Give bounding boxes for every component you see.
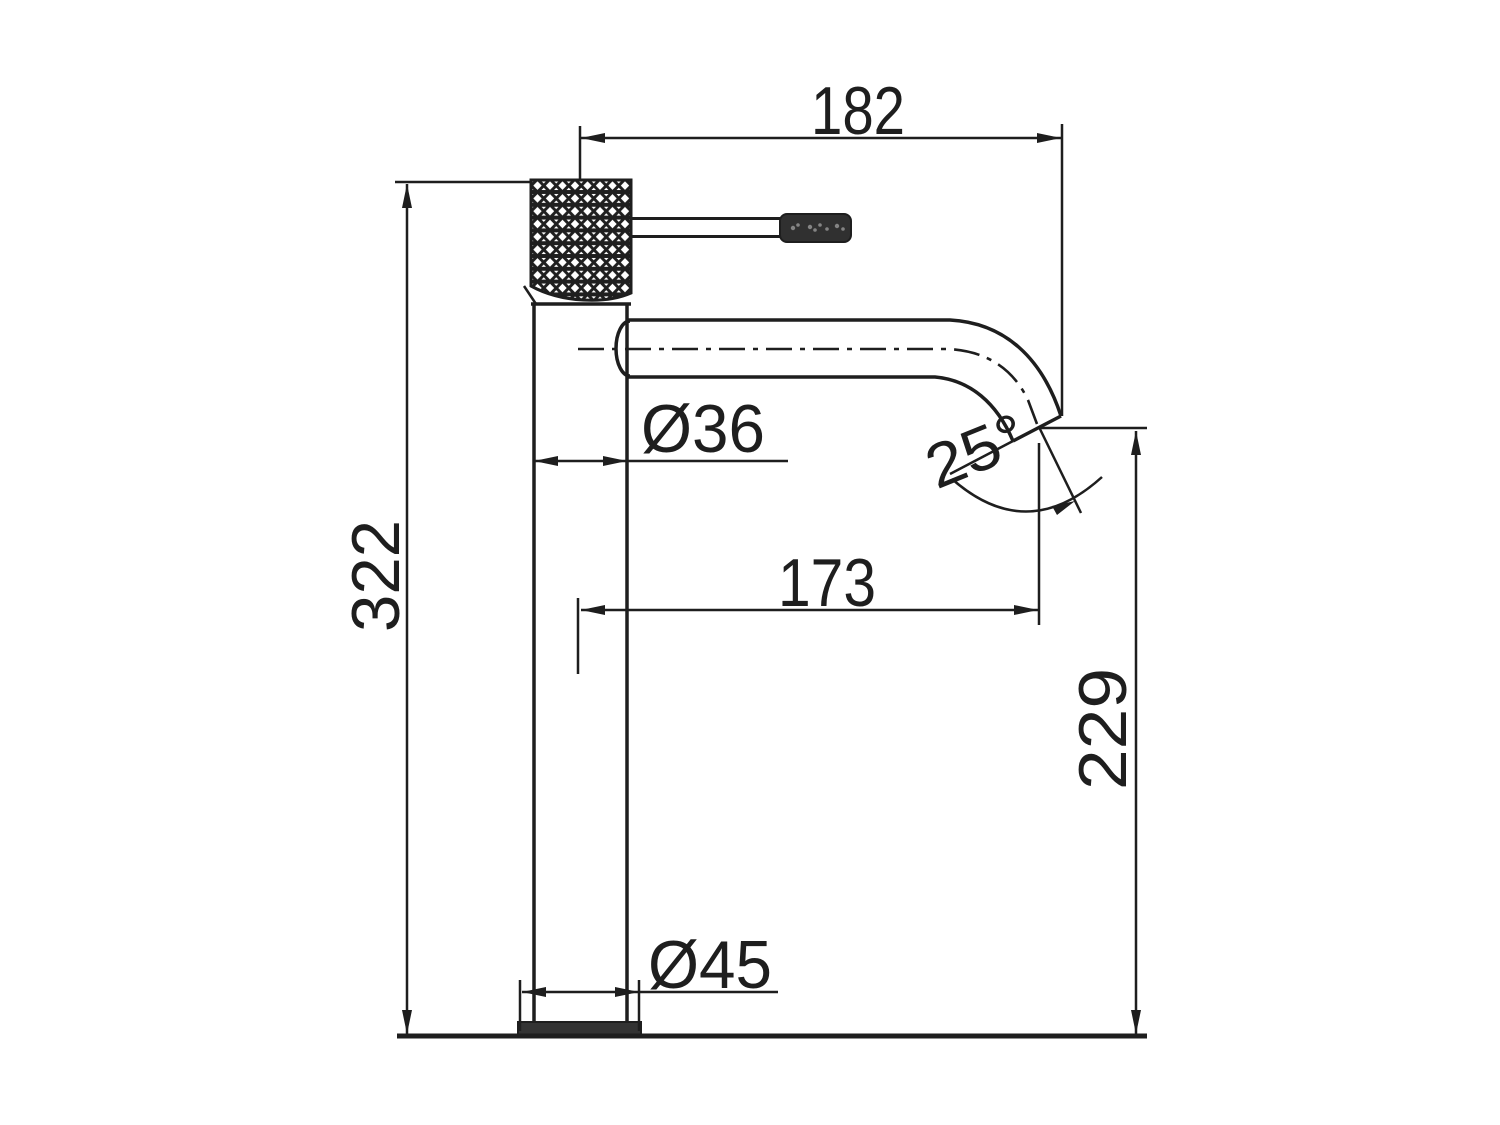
dim-angle-arrow [1052,501,1075,515]
dim-182: 182 [578,73,1064,416]
handle-lever-tip [779,213,852,243]
dim-45-arrow-left [522,987,546,997]
dim-45-arrow-right [615,987,639,997]
dim-45-label: Ø45 [648,927,772,1003]
spout-outlet-cut [1012,414,1062,443]
dim-angle-cut-extension [949,439,1014,476]
dim-322-arrow-top [402,184,412,208]
dim-322-label: 322 [338,520,414,632]
dim-229-arrow-top [1131,431,1141,455]
dim-182-arrow-left [581,133,605,143]
handle-lever-rod [629,217,784,238]
spout-top-line [627,318,1063,417]
dim-36: Ø36 [534,391,788,467]
dim-173-arrow-left [581,605,605,615]
dim-36-arrow-right [603,456,627,466]
dim-173-arrow-right [1014,605,1038,615]
dim-229: 229 [1040,426,1147,1034]
dim-36-arrow-left [534,456,558,466]
dim-182-arrow-right [1037,133,1061,143]
dim-173: 173 [576,443,1041,674]
dim-angle-leg [1037,426,1083,514]
faucet-outline [397,178,1147,1039]
dim-322: 322 [338,180,530,1034]
dim-45: Ø45 [518,927,778,1031]
dim-322-arrow-bottom [402,1010,412,1034]
dim-229-label: 229 [1065,668,1141,790]
faucet-body [531,302,631,1022]
dim-182-label: 182 [811,73,905,149]
lever-tip-dots [790,223,845,232]
dim-36-label: Ø36 [641,391,765,467]
spout-bottom-line [627,375,1015,442]
dim-229-arrow-bottom [1131,1010,1141,1034]
dim-angle-arc [951,476,1103,513]
dim-173-label: 173 [778,545,876,621]
handle-chamfer-line [522,285,538,305]
handle-knurl-block [529,178,633,302]
dim-angle-label: 25° [916,400,1036,502]
dim-angle-25: 25° [916,400,1103,515]
